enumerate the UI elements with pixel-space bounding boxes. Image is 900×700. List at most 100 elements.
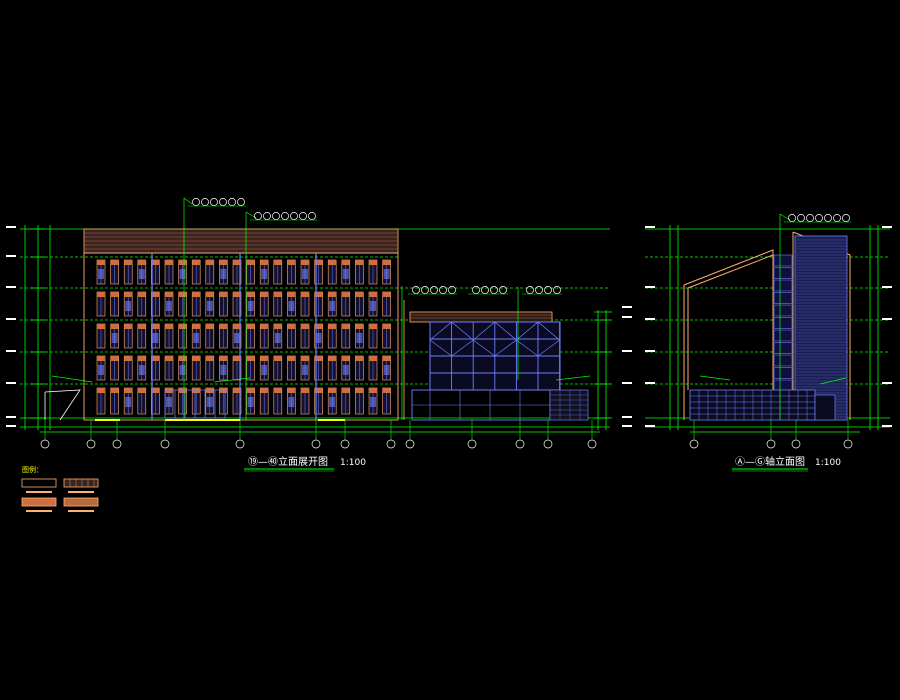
window-head: [151, 324, 160, 329]
window-head: [219, 388, 228, 393]
callout-bubble: [535, 286, 543, 294]
callout-bubble: [308, 212, 316, 220]
tower-glass-panel: [773, 342, 793, 354]
callout-bubble: [439, 286, 447, 294]
callout-bubble: [272, 212, 280, 220]
window-head: [137, 356, 146, 361]
window-head: [355, 388, 364, 393]
window-head: [287, 388, 296, 393]
callout-bubble: [201, 198, 209, 206]
left-dimension-column: [24, 225, 51, 430]
window-head: [233, 292, 241, 297]
callout-bubble: [210, 198, 218, 206]
tower-glass-panel: [773, 317, 793, 329]
window-head: [301, 292, 309, 297]
callout-bubble: [833, 214, 841, 222]
window-head: [137, 292, 146, 297]
legend-swatch-2: [63, 478, 99, 488]
left-drawing-title: ⑲—㊵立面展开图: [248, 455, 328, 468]
window-head: [192, 356, 201, 361]
window-head: [287, 292, 296, 297]
tower-glass-panel: [773, 354, 793, 367]
legend-heading: 图例：: [22, 465, 43, 474]
window-head: [192, 260, 201, 265]
main-facade-outline: [83, 252, 399, 421]
window-head: [246, 292, 255, 297]
left-title-block: ⑲—㊵立面展开图 1:100: [244, 455, 366, 472]
window-head: [260, 292, 269, 297]
window-head: [246, 324, 255, 329]
window-head: [369, 292, 377, 297]
window-head: [341, 356, 350, 361]
window-head: [369, 324, 377, 329]
tower-glass-panel: [773, 367, 793, 379]
window-head: [328, 324, 337, 329]
right-base-wall: [689, 389, 816, 421]
window-head: [369, 356, 377, 361]
window-head: [328, 388, 337, 393]
callout-bubble: [481, 286, 489, 294]
axis-bubble: [340, 439, 350, 449]
callout-bubble: [254, 212, 262, 220]
window-head: [151, 292, 160, 297]
axis-bubble: [160, 439, 170, 449]
window-head: [341, 260, 350, 265]
window-head: [341, 388, 350, 393]
legend: 图例：: [21, 465, 99, 512]
window-head: [205, 356, 214, 361]
axis-bubble: [467, 439, 477, 449]
window-head: [151, 356, 160, 361]
window-head: [165, 388, 173, 393]
window-head: [341, 324, 350, 329]
window-head: [219, 356, 228, 361]
window-head: [110, 324, 119, 329]
window-head: [233, 356, 241, 361]
window-head: [382, 260, 391, 265]
window-head: [382, 292, 391, 297]
window-head: [219, 260, 228, 265]
window-head: [314, 324, 323, 329]
window-head: [314, 292, 323, 297]
axis-bubble: [515, 439, 525, 449]
entrance-canopy: [44, 389, 81, 421]
annex-building: [403, 300, 589, 421]
axis-bubble: [543, 439, 553, 449]
callout-bubble: [499, 286, 507, 294]
callout-bubble: [526, 286, 534, 294]
main-columns: [151, 253, 317, 420]
right-drawing-scale: 1:100: [815, 458, 841, 468]
window-head: [178, 292, 187, 297]
window-head: [273, 324, 282, 329]
window-head: [355, 260, 364, 265]
callout-bubble: [299, 212, 307, 220]
callout-bubble: [290, 212, 298, 220]
window-head: [355, 324, 364, 329]
right-drawing-title: Ⓐ—Ⓖ轴立面图: [735, 455, 805, 468]
window-head: [369, 260, 377, 265]
window-head: [219, 324, 228, 329]
callout-bubble: [815, 214, 823, 222]
window-head: [178, 356, 187, 361]
callout-bubble: [544, 286, 552, 294]
callout-bubble: [412, 286, 420, 294]
tower-glass-panel: [773, 267, 793, 279]
window-head: [273, 260, 282, 265]
window-head: [97, 260, 105, 265]
window-head: [355, 356, 364, 361]
window-head: [287, 260, 296, 265]
callout-bubble: [228, 198, 236, 206]
callout-bubble: [797, 214, 805, 222]
window-head: [273, 356, 282, 361]
window-head: [328, 260, 337, 265]
left-right-dimension-column: [594, 310, 612, 430]
window-head: [260, 324, 269, 329]
callout-bubble: [281, 212, 289, 220]
window-head: [260, 260, 269, 265]
left-drawing-scale: 1:100: [340, 458, 366, 468]
axis-bubble: [311, 439, 321, 449]
ground-floor-glazing: [164, 389, 226, 419]
window-head: [287, 324, 296, 329]
window-head: [165, 324, 173, 329]
callout-bubble: [430, 286, 438, 294]
